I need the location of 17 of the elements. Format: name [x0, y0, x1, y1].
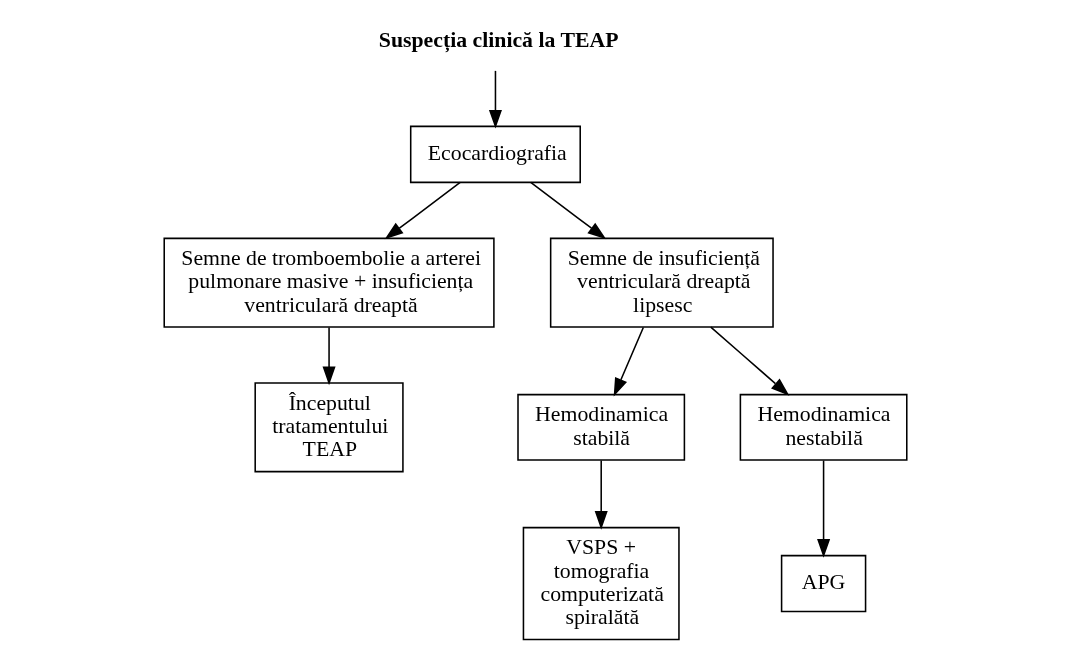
arrow — [594, 459, 608, 530]
node-box: VSPS + tomografia computerizată spiralătă — [522, 526, 680, 641]
arrow — [529, 181, 606, 240]
node-box: APG — [780, 554, 866, 613]
node-text: Suspecția clinică la TEAP — [378, 27, 618, 52]
node-box: Semne de insuficiență ventriculară dreaptă lipsesc — [549, 237, 774, 328]
node-box: Hemodinamica stabilă — [516, 393, 685, 461]
node-box: Începutul tratamentului TEAP — [253, 382, 404, 473]
arrow — [709, 326, 789, 396]
node-box: Hemodinamica nestabilă — [739, 393, 908, 461]
node-box: Ecocardiografia — [409, 125, 581, 184]
arrow — [816, 459, 830, 558]
arrow — [613, 326, 644, 397]
arrow — [384, 181, 461, 240]
arrow — [488, 70, 502, 129]
arrow — [322, 326, 336, 386]
node-box: Semne de tromboembolie a arterei pulmonare masive + insuficiența ventriculară dreaptă — [162, 237, 495, 328]
